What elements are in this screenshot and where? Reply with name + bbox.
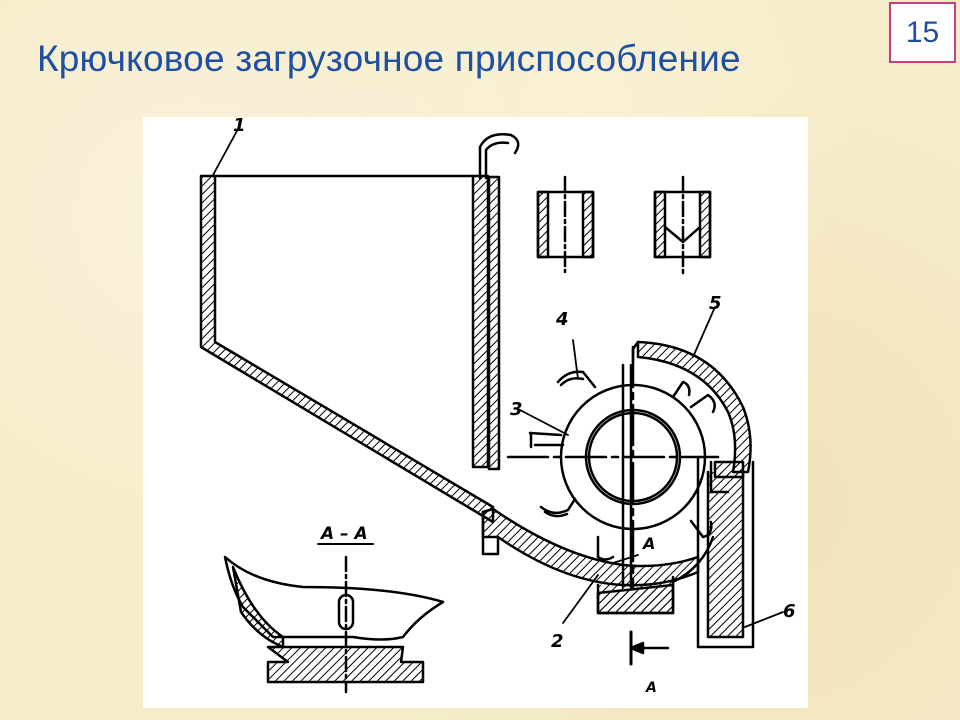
hopper: [199, 174, 495, 524]
page-number-badge: 15: [889, 2, 956, 63]
leader-lines: [212, 128, 784, 628]
label-section-a-a: А – А: [319, 524, 368, 544]
chute: [696, 455, 755, 649]
label-part-2: 2: [551, 631, 564, 652]
technical-drawing: 1 4 5 3 2 6 А А А – А: [143, 117, 808, 708]
tray: [481, 507, 715, 615]
drawing-canvas: 1 4 5 3 2 6 А А А – А: [199, 117, 796, 696]
label-part-1: 1: [233, 117, 246, 136]
label-section-mark-bottom: А: [645, 680, 657, 696]
label-part-4: 4: [555, 309, 569, 330]
label-part-5: 5: [709, 293, 722, 314]
section-a-a: [223, 543, 445, 694]
hook-guide: [478, 133, 520, 471]
label-section-mark-top: А: [641, 534, 655, 553]
rotor: [506, 345, 720, 589]
detail-sections: [536, 175, 712, 279]
section-cut-indicator: [629, 630, 670, 666]
label-part-6: 6: [783, 601, 796, 622]
cover: [621, 340, 752, 589]
label-part-3: 3: [510, 399, 523, 420]
slide-title: Крючковое загрузочное приспособление: [37, 38, 741, 79]
